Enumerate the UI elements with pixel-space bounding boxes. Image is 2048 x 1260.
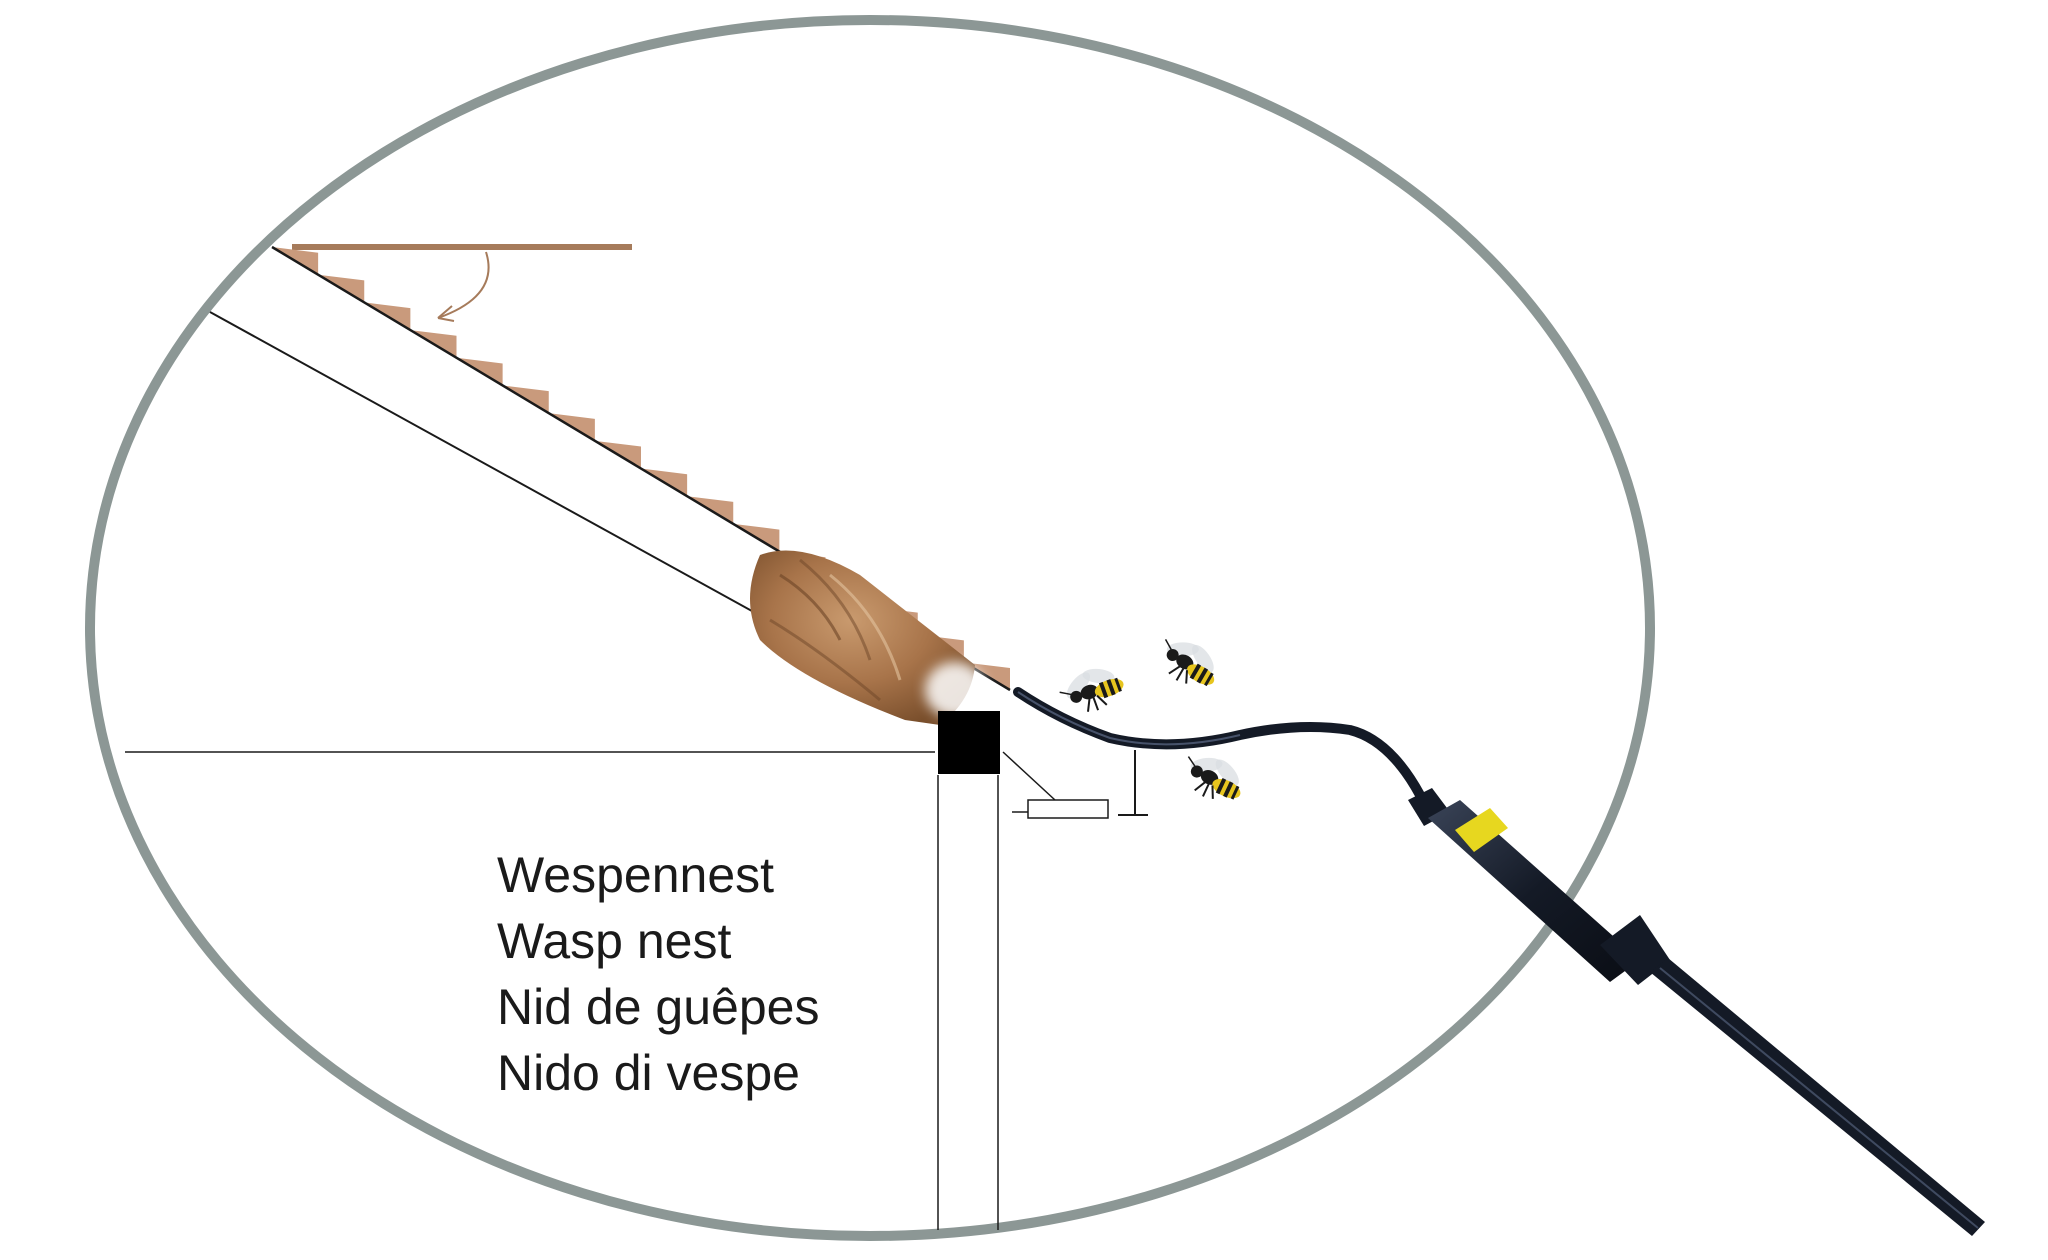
bracket-plate xyxy=(1027,799,1109,819)
wasp-icon xyxy=(1164,638,1215,687)
wasp-nest-icon xyxy=(750,550,985,725)
label-de: Wespennest xyxy=(497,847,775,903)
lance-band xyxy=(1455,808,1508,852)
wasp-icon xyxy=(1059,668,1124,712)
bracket-detail xyxy=(1002,751,1056,801)
bracket-leg xyxy=(1118,750,1148,816)
label-en: Wasp nest xyxy=(497,913,732,969)
wasp-icon xyxy=(1187,756,1241,800)
label-fr: Nid de guêpes xyxy=(497,979,820,1035)
nest-label-block: Wespennest Wasp nest Nid de guêpes Nido … xyxy=(497,842,819,1106)
magnifier-circle xyxy=(85,15,1655,1241)
spray-lance-icon xyxy=(1408,788,1985,1236)
rotation-arrow-icon xyxy=(437,251,490,319)
arrow-head-icon xyxy=(437,305,455,322)
wasps xyxy=(1059,638,1241,800)
label-it: Nido di vespe xyxy=(497,1045,800,1101)
beam-block-icon xyxy=(938,711,1000,774)
